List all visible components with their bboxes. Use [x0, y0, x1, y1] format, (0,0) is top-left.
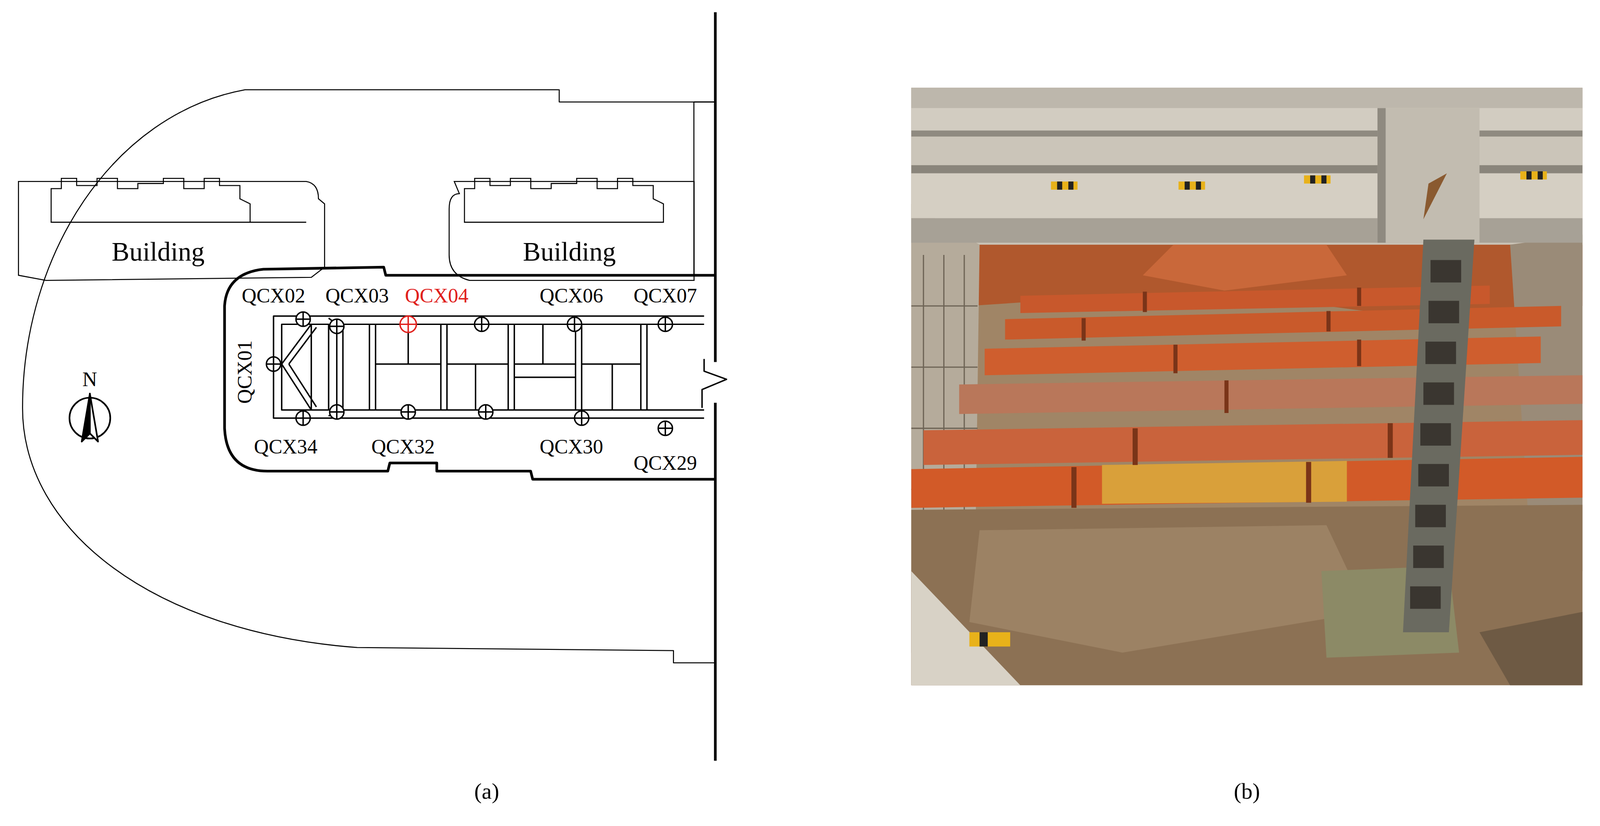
- building-footprint: Building: [444, 168, 715, 286]
- monitoring-point-label: QCX29: [633, 452, 697, 474]
- building-line: [18, 181, 325, 281]
- north-arrow: [69, 393, 111, 442]
- monitoring-point-label: QCX03: [325, 285, 389, 307]
- building-line: [464, 178, 664, 223]
- site-outline: [22, 89, 715, 664]
- monitoring-point-label: QCX01: [234, 340, 256, 404]
- excavation-outline: [224, 267, 715, 480]
- building-line: [51, 178, 251, 223]
- site-outline: [693, 102, 715, 276]
- site-plan: [22, 12, 731, 762]
- monitoring-points: [266, 312, 673, 436]
- building-label: Building: [111, 238, 205, 266]
- monitoring-point-label: QCX06: [539, 285, 604, 307]
- monitoring-point-label: QCX30: [539, 436, 604, 457]
- monitoring-point-label: QCX02: [241, 285, 306, 307]
- monitoring-point-label: QCX07: [633, 285, 697, 307]
- monitoring-point-label: QCX32: [371, 436, 435, 457]
- building-line: [249, 222, 306, 223]
- panel-label: (b): [1233, 780, 1260, 804]
- monitoring-point-label: QCX04: [404, 285, 469, 307]
- monitoring-point-label: QCX34: [254, 436, 318, 457]
- building-line: [448, 181, 694, 281]
- building-footprint: Building: [15, 168, 332, 286]
- support-structure: [273, 316, 704, 419]
- compass-letter: N: [82, 369, 97, 390]
- building-outline: [444, 168, 715, 286]
- building-label: Building: [522, 238, 616, 266]
- break-symbol: [702, 359, 727, 408]
- building-outline: [15, 168, 332, 286]
- panel-label: (a): [474, 780, 500, 804]
- site-photo: [911, 87, 1583, 686]
